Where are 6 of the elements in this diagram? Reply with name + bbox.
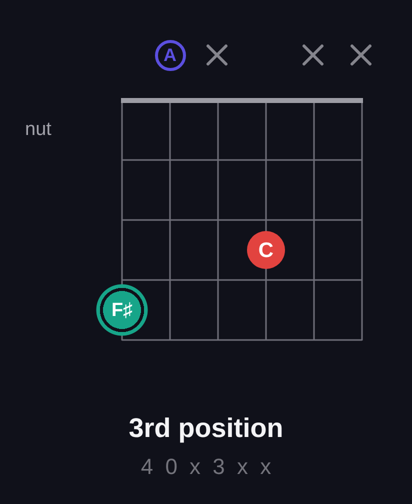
root-finger-dot: F♯ (96, 284, 148, 336)
chord-position-title: 3rd position (128, 413, 284, 444)
nut-label: nut (25, 119, 52, 141)
fingering-notation: 4 0 x 3 x x (140, 454, 274, 480)
finger-dot: C (247, 231, 285, 269)
open-string-marker: A (154, 40, 186, 70)
